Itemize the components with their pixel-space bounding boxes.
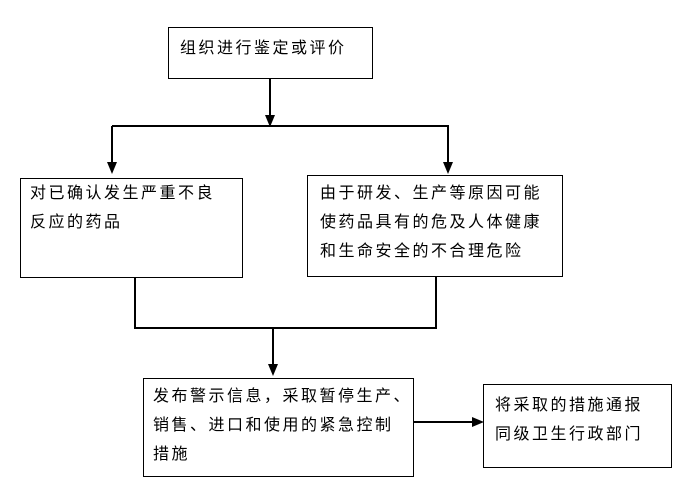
- node-text-line: 组织进行鉴定或评价: [180, 40, 347, 57]
- node-text-line: 措施: [153, 446, 191, 463]
- node-text-line: 由于研发、生产等原因可能: [320, 185, 543, 202]
- node-emergency-control-measures: 发布警示信息，采取暂停生产、 销售、进口和使用的紧急控制 措施: [143, 378, 414, 477]
- connector-merge-bar-line: [134, 327, 437, 329]
- node-text-line: 销售、进口和使用的紧急控制: [153, 417, 394, 434]
- node-organize-appraisal: 组织进行鉴定或评价: [168, 27, 373, 79]
- node-notify-health-department: 将采取的措施通报 同级卫生行政部门: [483, 384, 672, 468]
- arrowhead-down-icon: [107, 162, 117, 174]
- node-unreasonable-risk: 由于研发、生产等原因可能 使药品具有的危及人体健康 和生命安全的不合理危险: [307, 175, 563, 277]
- connector-branch-left-line: [111, 126, 113, 162]
- connector-notify-line: [414, 421, 472, 423]
- connector-merge-left-line: [134, 278, 136, 329]
- node-text-line: 发布警示信息，采取暂停生产、: [153, 388, 413, 405]
- node-text-line: 将采取的措施通报: [495, 397, 644, 414]
- connector-branch-right-line: [447, 126, 449, 162]
- connector-merge-right-line: [435, 277, 437, 329]
- connector-top-stem-line: [269, 79, 271, 116]
- node-text-line: 反应的药品: [30, 214, 123, 231]
- connector-branch-bar-line: [112, 125, 449, 127]
- node-text-line: 对已确认发生严重不良: [30, 185, 216, 202]
- node-text-line: 和生命安全的不合理危险: [320, 243, 524, 260]
- connector-merge-stem-line: [272, 329, 274, 364]
- arrowhead-right-icon: [472, 417, 484, 427]
- node-text-line: 使药品具有的危及人体健康: [320, 214, 543, 231]
- arrowhead-down-icon: [268, 364, 278, 376]
- node-confirmed-adverse-drugs: 对已确认发生严重不良 反应的药品: [20, 178, 243, 278]
- arrowhead-down-icon: [443, 162, 453, 174]
- node-text-line: 同级卫生行政部门: [495, 426, 644, 443]
- arrowhead-down-icon: [265, 115, 275, 127]
